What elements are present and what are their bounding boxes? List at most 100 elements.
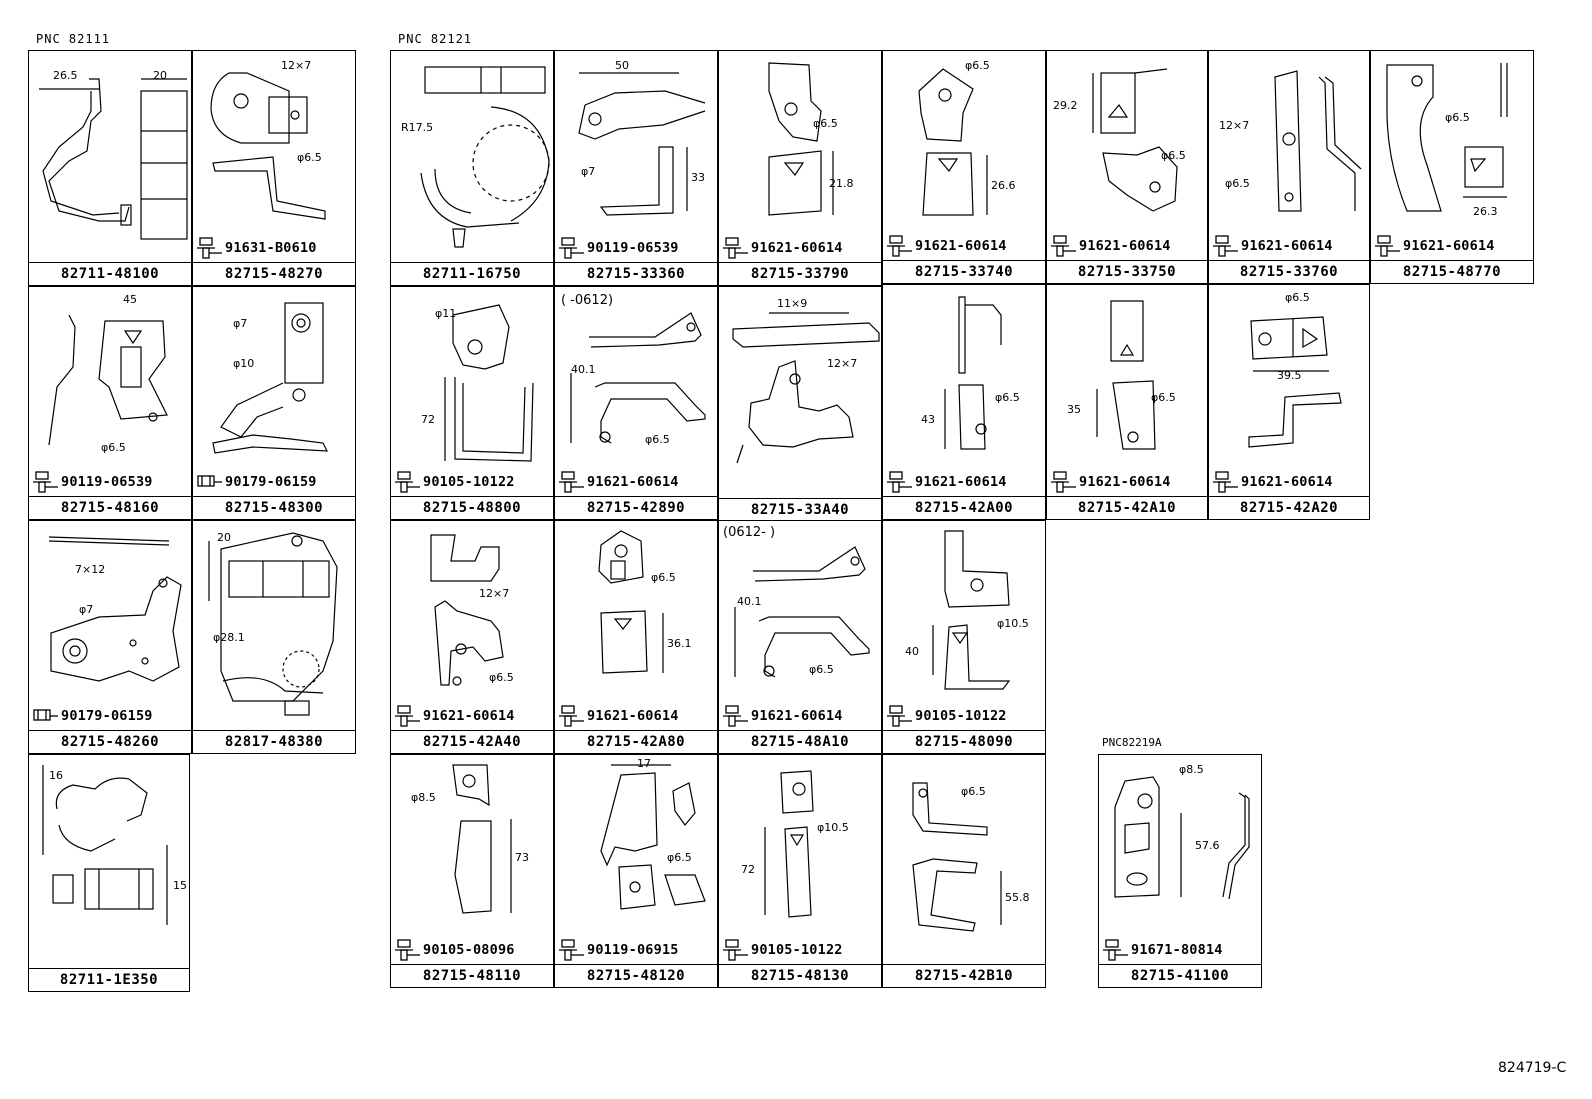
part-cell-82715-41100[interactable]: φ8.5 57.6 91671-80814 82715-41100 (1098, 754, 1262, 988)
dimension-label: 45 (123, 293, 137, 306)
dimension-label: R17.5 (401, 121, 434, 134)
part-number[interactable]: 82715-48270 (193, 262, 355, 285)
part-number[interactable]: 82715-42890 (555, 496, 717, 519)
part-cell-82715-48110[interactable]: φ8.5 73 90105-08096 82715-48110 (390, 754, 554, 988)
part-number[interactable]: 82715-48800 (391, 496, 553, 519)
part-number[interactable]: 82715-42A10 (1047, 496, 1207, 519)
part-cell-82715-48270[interactable]: 12×7 φ6.5 91631-B0610 82715-48270 (192, 50, 356, 286)
fastener-number[interactable]: 90119-06915 (587, 942, 679, 958)
part-cell-82715-33760[interactable]: 12×7 φ6.5 91621-60614 82715-33760 (1208, 50, 1370, 284)
part-cell-82715-33a40[interactable]: 11×9 12×7 82715-33A40 (718, 286, 882, 522)
part-cell-82715-42b10[interactable]: φ6.5 55.8 82715-42B10 (882, 754, 1046, 988)
part-number[interactable]: 82715-48120 (555, 964, 717, 987)
part-cell-82715-33790[interactable]: φ6.5 21.8 91621-60614 82715-33790 (718, 50, 882, 286)
fastener-number[interactable]: 91621-60614 (915, 474, 1007, 490)
fastener: 90105-10122 (886, 705, 1007, 727)
dimension-label: 40.1 (571, 363, 596, 376)
fastener-number[interactable]: 91621-60614 (1079, 238, 1171, 254)
bolt-icon (395, 705, 420, 727)
fastener-number[interactable]: 90179-06159 (61, 708, 153, 724)
fastener-number[interactable]: 90179-06159 (225, 474, 317, 490)
part-cell-82715-42a80[interactable]: φ6.5 36.1 91621-60614 82715-42A80 (554, 520, 718, 754)
part-number[interactable]: 82711-1E350 (29, 968, 189, 991)
part-cell-82715-48130[interactable]: φ10.5 72 90105-10122 82715-48130 (718, 754, 882, 988)
part-cell-82715-48300[interactable]: φ7 φ10 90179-06159 82715-48300 (192, 286, 356, 520)
fastener: 91621-60614 (1212, 471, 1333, 493)
bolt-icon (1375, 235, 1400, 257)
part-cell-82715-42a40[interactable]: 12×7 φ6.5 91621-60614 82715-42A40 (390, 520, 554, 754)
part-number[interactable]: 82715-48130 (719, 964, 881, 987)
fastener-number[interactable]: 91621-60614 (1241, 474, 1333, 490)
fastener-number[interactable]: 91621-60614 (587, 474, 679, 490)
part-number[interactable]: 82715-33750 (1047, 260, 1207, 283)
fastener-number[interactable]: 90119-06539 (61, 474, 153, 490)
fastener-number[interactable]: 91621-60614 (751, 240, 843, 256)
bolt-icon (197, 237, 222, 259)
dimension-label: φ11 (435, 307, 457, 320)
fastener-number[interactable]: 90105-10122 (751, 942, 843, 958)
part-cell-82817-48380[interactable]: 20 φ28.1 82817-48380 (192, 520, 356, 754)
bolt-icon (887, 235, 912, 257)
part-number[interactable]: 82715-48110 (391, 964, 553, 987)
part-cell-82711-48100[interactable]: 26.5 20 82711-48100 (28, 50, 192, 286)
part-number[interactable]: 82715-33360 (555, 262, 717, 285)
fastener-number[interactable]: 91671-80814 (1131, 942, 1223, 958)
part-cell-82715-48770[interactable]: φ6.5 26.3 91621-60614 82715-48770 (1370, 50, 1534, 284)
part-number[interactable]: 82715-42A40 (391, 730, 553, 753)
part-cell-82715-48a10[interactable]: (0612- ) 40.1 φ6.5 91621-60614 82715-48A… (718, 520, 882, 754)
part-number[interactable]: 82715-42A00 (883, 496, 1045, 519)
part-number[interactable]: 82715-33740 (883, 260, 1045, 283)
fastener-number[interactable]: 91621-60614 (1079, 474, 1171, 490)
part-number[interactable]: 82715-48300 (193, 496, 355, 519)
dimension-label: 11×9 (777, 297, 808, 310)
part-cell-82715-33360[interactable]: 50 φ7 33 90119-06539 82715-33360 (554, 50, 718, 286)
part-number[interactable]: 82715-42A80 (555, 730, 717, 753)
fastener: 90119-06539 (558, 237, 679, 259)
part-number[interactable]: 82715-41100 (1099, 964, 1261, 987)
bolt-icon (887, 471, 912, 493)
bracket-drawing (598, 530, 664, 674)
fastener-number[interactable]: 90105-10122 (423, 474, 515, 490)
part-cell-82711-1e350[interactable]: 16 15 82711-1E350 (28, 754, 190, 992)
part-number[interactable]: 82711-16750 (391, 262, 553, 285)
part-cell-82715-48260[interactable]: 7×12 φ7 90179-06159 82715-48260 (28, 520, 192, 754)
bolt-icon (559, 939, 584, 961)
part-number[interactable]: 82715-42B10 (883, 964, 1045, 987)
fastener-number[interactable]: 90105-10122 (915, 708, 1007, 724)
part-number[interactable]: 82715-33790 (719, 262, 881, 285)
part-cell-82715-48120[interactable]: 17 φ6.5 90119-06915 82715-48120 (554, 754, 718, 988)
part-cell-82715-48090[interactable]: φ10.5 40 90105-10122 82715-48090 (882, 520, 1046, 754)
fastener-number[interactable]: 91621-60614 (751, 708, 843, 724)
part-cell-82711-16750[interactable]: R17.5 82711-16750 (390, 50, 554, 286)
dimension-label: φ6.5 (1445, 111, 1470, 124)
fastener-number[interactable]: 91621-60614 (1241, 238, 1333, 254)
part-cell-82715-33750[interactable]: 29.2 φ6.5 91621-60614 82715-33750 (1046, 50, 1208, 284)
dimension-label: (0612- ) (723, 525, 776, 540)
part-cell-82715-42a10[interactable]: 35 φ6.5 91621-60614 82715-42A10 (1046, 284, 1208, 520)
part-number[interactable]: 82715-33760 (1209, 260, 1369, 283)
part-cell-82715-48800[interactable]: φ11 72 90105-10122 82715-48800 (390, 286, 554, 520)
fastener-number[interactable]: 90105-08096 (423, 942, 515, 958)
part-cell-82715-42890[interactable]: ( -0612) 40.1 φ6.5 91621-60614 82715-428… (554, 286, 718, 520)
part-cell-82715-33740[interactable]: φ6.5 26.6 91621-60614 82715-33740 (882, 50, 1046, 284)
part-number[interactable]: 82817-48380 (193, 730, 355, 753)
part-cell-82715-42a20[interactable]: φ6.5 39.5 91621-60614 82715-42A20 (1208, 284, 1370, 520)
part-cell-82715-42a00[interactable]: 43 φ6.5 91621-60614 82715-42A00 (882, 284, 1046, 520)
fastener-number[interactable]: 91621-60614 (915, 238, 1007, 254)
part-number[interactable]: 82711-48100 (29, 262, 191, 285)
fastener-number[interactable]: 91621-60614 (423, 708, 515, 724)
part-number[interactable]: 82715-33A40 (719, 498, 881, 521)
part-number[interactable]: 82715-48160 (29, 496, 191, 519)
part-number[interactable]: 82715-48A10 (719, 730, 881, 753)
fastener-number[interactable]: 90119-06539 (587, 240, 679, 256)
fastener-number[interactable]: 91631-B0610 (225, 240, 317, 256)
part-number[interactable]: 82715-48090 (883, 730, 1045, 753)
fastener-number[interactable]: 91621-60614 (1403, 238, 1495, 254)
fastener-number[interactable]: 91621-60614 (587, 708, 679, 724)
bolt-icon (723, 705, 748, 727)
part-number[interactable]: 82715-48770 (1371, 260, 1533, 283)
part-cell-82715-48160[interactable]: 45 φ6.5 90119-06539 82715-48160 (28, 286, 192, 520)
part-number[interactable]: 82715-42A20 (1209, 496, 1369, 519)
part-number[interactable]: 82715-48260 (29, 730, 191, 753)
dimension-label: 50 (615, 59, 629, 72)
